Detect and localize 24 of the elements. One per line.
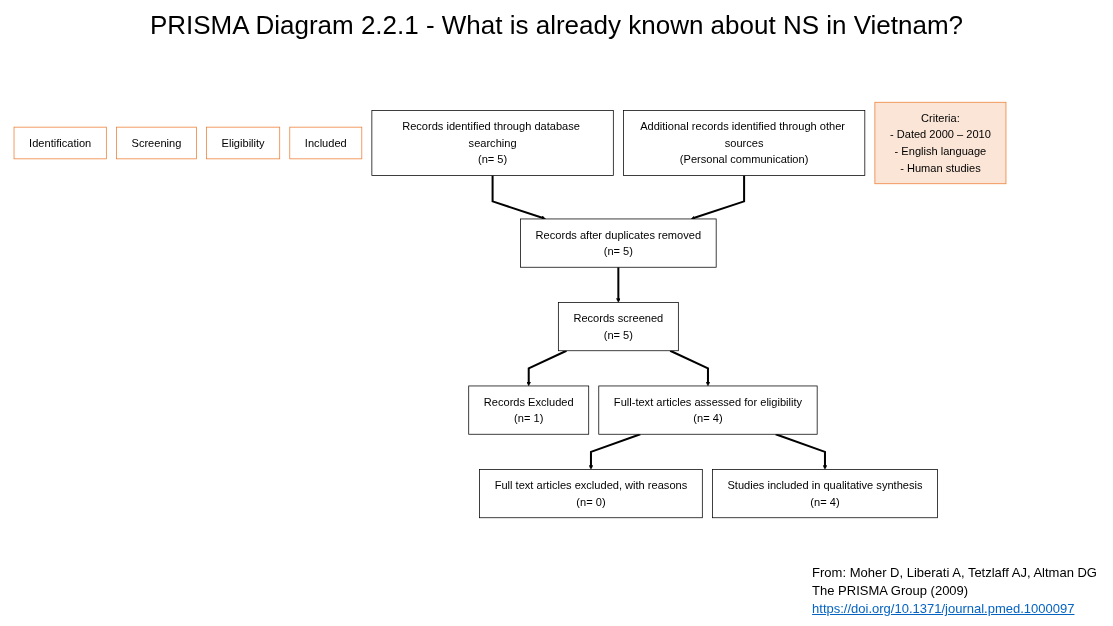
node-box: Screening: [116, 126, 197, 160]
arrow: [669, 349, 711, 387]
source-link: https://doi.org/10.1371/journal.pmed.1000097: [812, 601, 1075, 616]
source-note: From: Moher D, Liberati A, Tetzlaff AJ, Altman DG: [812, 564, 1097, 582]
node-box: Eligibility: [206, 126, 281, 160]
node-box: Full text articles excluded, with reasons (n= 0): [479, 469, 703, 519]
node-box: Records screened (n= 5): [557, 302, 679, 352]
node-box: Included: [289, 126, 363, 160]
node-box: Additional records identified through other sources (Personal communication): [623, 110, 866, 176]
node-box: Criteria: - Dated 2000 – 2010 - English language - Human studies: [874, 101, 1007, 185]
node-box: Full-text articles assessed for eligibility (n= 4): [598, 385, 818, 435]
node-box: Records after duplicates removed (n= 5): [520, 218, 717, 268]
node-box: Studies included in qualitative synthesis (n= 4): [712, 469, 938, 519]
node-box: Records identified through database searching (n= 5): [371, 110, 614, 176]
arrow: [616, 267, 621, 303]
node-box: Identification: [13, 126, 107, 160]
arrow: [690, 175, 746, 220]
arrow: [588, 433, 641, 470]
diagram-title: PRISMA Diagram 2.2.1 - What is already known about NS in Vietnam?: [148, 10, 965, 41]
node-box: Records Excluded (n= 1): [468, 385, 590, 435]
arrow: [526, 349, 567, 387]
source-note: The PRISMA Group (2009): [812, 582, 970, 600]
arrow: [491, 175, 546, 220]
arrow: [775, 433, 828, 470]
